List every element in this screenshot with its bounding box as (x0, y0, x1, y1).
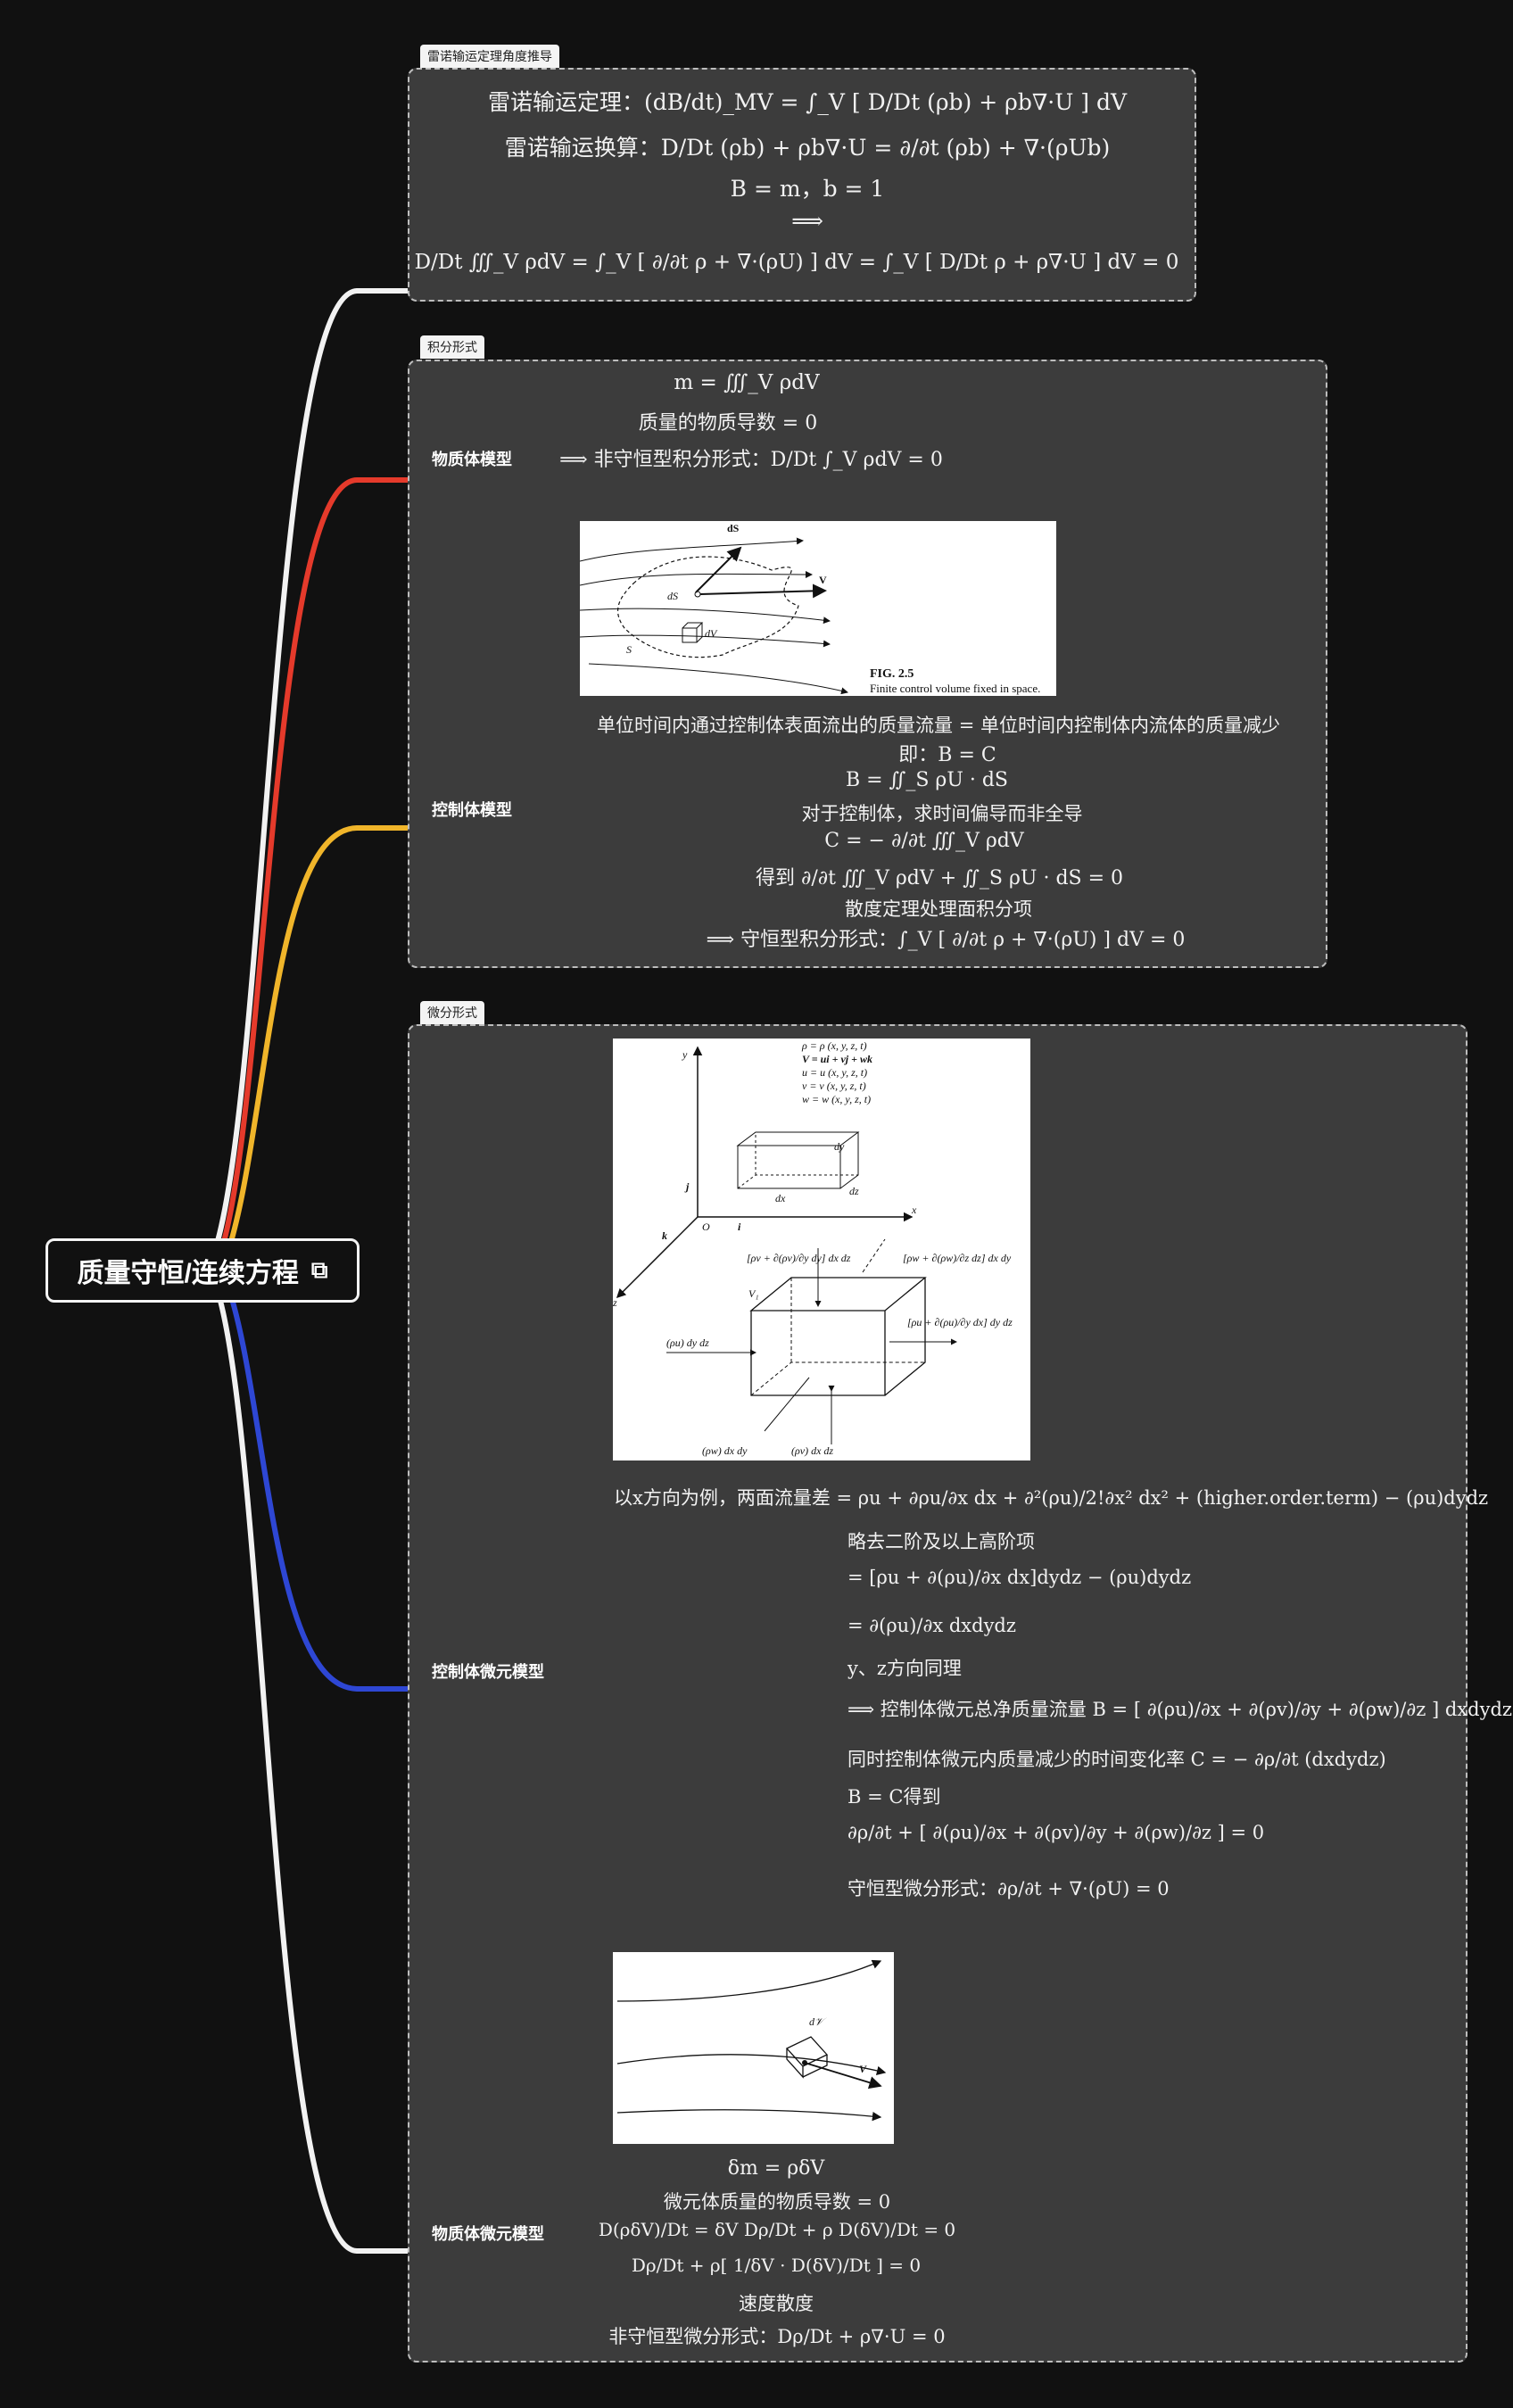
axis-y: y (682, 1048, 688, 1061)
integral-tag: 积分形式 (420, 335, 484, 359)
unit-k: k (662, 1229, 667, 1242)
material-element-diagram: d𝒱 V (616, 1959, 887, 2122)
label-dx: dx (775, 1192, 786, 1204)
material-element-line-6: 非守恒型微分形式：Dρ/Dt + ρ∇·U = 0 (608, 2326, 946, 2347)
reynolds-line-4: ⟹ (791, 208, 823, 234)
branch-material-element (208, 1270, 571, 2254)
branch-material-body (211, 477, 923, 1272)
def-velocity: V = ui + vj + wk (802, 1053, 872, 1065)
fig-label-velocity: V (819, 574, 827, 586)
unit-i: i (738, 1221, 741, 1233)
material-element-line-3: D(ρδV)/Dt = δV Dρ/Dt + ρ D(δV)/Dt = 0 (598, 2219, 956, 2240)
element-line-10: 守恒型微分形式：∂ρ/∂t + ∇·(ρU) = 0 (847, 1878, 1170, 1899)
control-line-6: 得到 ∂/∂t ∭_V ρdV + ∬_S ρU · dS = 0 (755, 867, 1124, 890)
material-element-figure: d𝒱 V (613, 1952, 894, 2144)
branch-control-volume (219, 825, 535, 1272)
control-line-2: 即：B = C (898, 744, 996, 766)
control-line-1: 单位时间内通过控制体表面流出的质量流量 = 单位时间内控制体内流体的质量减少 (597, 715, 1280, 736)
fig-label-dV: dV (705, 627, 718, 640)
axis-z: z (613, 1296, 617, 1309)
flux-rho-v: (ρv) dx dz (791, 1444, 833, 1457)
unit-j: j (684, 1180, 690, 1193)
flux-rho-w-out: [ρw + ∂(ρw)/∂z dz] dx dy (903, 1252, 1012, 1264)
element-line-8: B = C得到 (847, 1786, 941, 1808)
material-line-1: m = ∭_V ρdV (674, 371, 820, 394)
axis-x: x (911, 1204, 917, 1216)
control-line-5: C = − ∂/∂t ∭_V ρdV (824, 830, 1024, 852)
label-dy: dy (834, 1140, 845, 1153)
flux-rho-v-out: [ρv + ∂(ρv)/∂y dy] dx dz (747, 1252, 851, 1264)
control-volume-figure: dS V dS dV S FIG. 2.5 Finite control vol… (580, 521, 1056, 696)
def-u: u = u (x, y, z, t) (802, 1066, 867, 1079)
reynolds-line-5: D/Dt ∭_V ρdV = ∫_V [ ∂/∂t ρ + ∇·(ρU) ] d… (414, 251, 1179, 274)
label-V1: V₁ (748, 1287, 759, 1300)
flux-rho-w: (ρw) dx dy (702, 1444, 748, 1457)
reynolds-line-1: 雷诺输运定理：(dB/dt)_MV = ∫_V [ D/Dt (ρb) + ρb… (487, 89, 1128, 115)
flux-rho-u: (ρu) dy dz (666, 1336, 709, 1349)
axis-origin: O (702, 1221, 710, 1233)
reynolds-tag: 雷诺输运定理角度推导 (420, 45, 559, 68)
def-rho: ρ = ρ (x, y, z, t) (801, 1039, 867, 1052)
control-element-diagram: ρ = ρ (x, y, z, t) V = ui + vj + wk u = … (613, 1039, 1013, 1457)
branch-control-element (220, 1270, 571, 1692)
link-icon[interactable]: ⧉ (310, 1256, 328, 1283)
root-topic[interactable]: 质量守恒/连续方程 ⧉ (45, 1238, 360, 1303)
material-element-label[interactable]: 物质体微元模型 (432, 2225, 544, 2243)
label-dz: dz (849, 1185, 859, 1197)
reynolds-line-3: B = m，b = 1 (730, 176, 885, 202)
element-line-7: 同时控制体微元内质量减少的时间变化率 C = − ∂ρ/∂t (dxdydz) (847, 1749, 1386, 1770)
control-line-3: B = ∬_S ρU · dS (846, 769, 1008, 791)
differential-tag: 微分形式 (420, 1001, 484, 1024)
element-line-2: 略去二阶及以上高阶项 (847, 1531, 1035, 1552)
flux-rho-u-out: [ρu + ∂(ρu)/∂y dx] dy dz (907, 1316, 1013, 1328)
reynolds-line-2: 雷诺输运换算：D/Dt (ρb) + ρb∇·U = ∂/∂t (ρb) + ∇… (504, 135, 1111, 161)
material-element-line-1: δm = ρδV (727, 2157, 825, 2180)
def-w: w = w (x, y, z, t) (802, 1093, 871, 1105)
fig-label-dS-vector: dS (727, 522, 740, 534)
control-line-4: 对于控制体，求时间偏导而非全导 (801, 803, 1083, 824)
fig-label-dS: dS (667, 590, 678, 602)
material-line-3: ⟹ 非守恒型积分形式：D/Dt ∫_V ρdV = 0 (559, 449, 943, 471)
figure-caption-bold: FIG. 2.5 (870, 667, 914, 681)
branch-reynolds (204, 288, 412, 1272)
label-dvol: d𝒱 (809, 2015, 827, 2028)
material-element-line-2: 微元体质量的物质导数 = 0 (663, 2191, 891, 2213)
element-line-5: y、z方向同理 (847, 1658, 962, 1679)
figure-caption: Finite control volume fixed in space. (870, 682, 1041, 695)
fig-label-S: S (626, 643, 632, 656)
control-line-8: ⟹ 守恒型积分形式：∫_V [ ∂/∂t ρ + ∇·(ρU) ] dV = 0 (706, 929, 1186, 951)
control-volume-label[interactable]: 控制体模型 (432, 801, 512, 819)
control-volume-diagram: dS V dS dV S (580, 522, 848, 695)
element-line-3: = [ρu + ∂(ρu)/∂x dx]dydz − (ρu)dydz (847, 1567, 1192, 1588)
material-element-line-5: 速度散度 (739, 2293, 814, 2314)
material-body-label[interactable]: 物质体模型 (432, 451, 512, 468)
element-line-6: ⟹ 控制体微元总净质量流量 B = [ ∂(ρu)/∂x + ∂(ρv)/∂y … (847, 1699, 1512, 1720)
def-v: v = v (x, y, z, t) (802, 1080, 866, 1092)
element-line-9: ∂ρ/∂t + [ ∂(ρu)/∂x + ∂(ρv)/∂y + ∂(ρw)/∂z… (847, 1822, 1265, 1843)
material-line-2: 质量的物质导数 = 0 (638, 412, 818, 434)
element-line-1: 以x方向为例，两面流量差 = ρu + ∂ρu/∂x dx + ∂²(ρu)/2… (614, 1487, 1489, 1509)
control-element-figure: ρ = ρ (x, y, z, t) V = ui + vj + wk u = … (613, 1039, 1030, 1461)
root-title: 质量守恒/连续方程 (77, 1259, 299, 1288)
element-line-4: = ∂(ρu)/∂x dxdydz (847, 1615, 1016, 1636)
label-velocity: V (859, 2063, 867, 2075)
control-line-7: 散度定理处理面积分项 (845, 898, 1032, 920)
reynolds-panel (408, 68, 1196, 302)
material-element-line-4: Dρ/Dt + ρ[ 1/δV · D(δV)/Dt ] = 0 (631, 2255, 922, 2276)
control-element-label[interactable]: 控制体微元模型 (432, 1663, 544, 1681)
